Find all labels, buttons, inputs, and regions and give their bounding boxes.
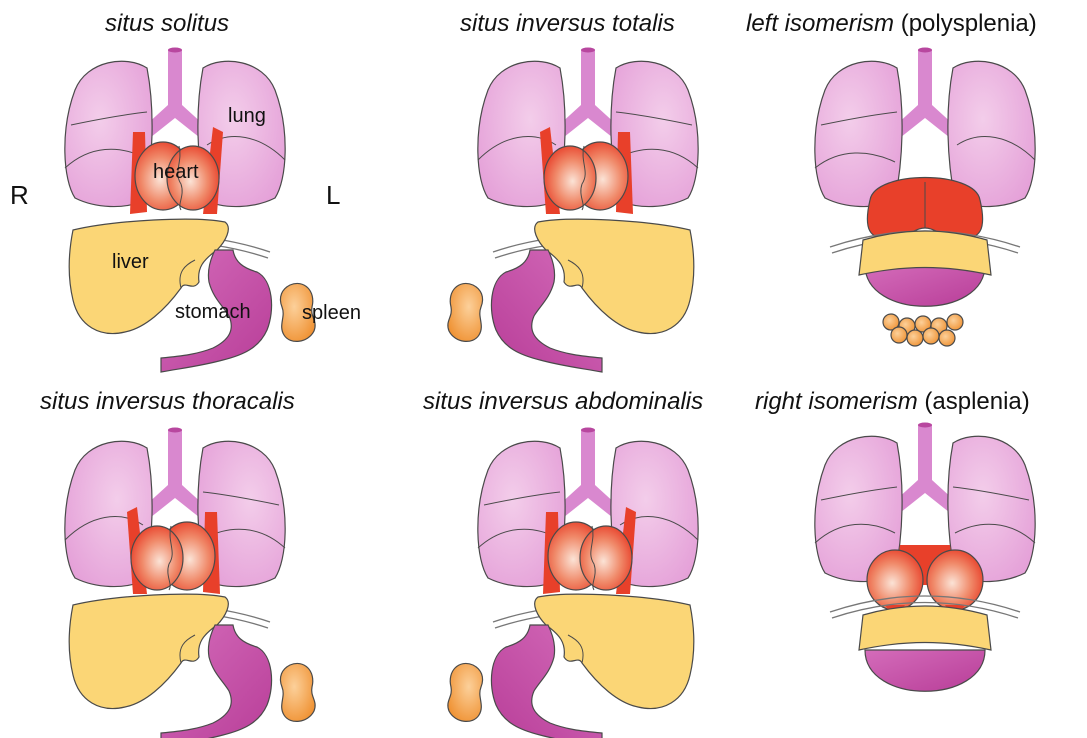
liver xyxy=(859,606,991,650)
spleen xyxy=(891,327,907,343)
label-heart: heart xyxy=(153,161,199,183)
spleen xyxy=(448,283,483,341)
panel-right-isomerism xyxy=(815,423,1035,692)
trachea-top xyxy=(581,48,595,53)
trachea-top xyxy=(918,423,932,428)
label-liver: liver xyxy=(112,251,149,273)
panel-situs-inversus-totalis xyxy=(448,48,698,373)
trachea-top xyxy=(168,48,182,53)
label-spleen: spleen xyxy=(302,302,361,324)
panel-situs-solitus xyxy=(65,48,315,373)
spleen xyxy=(939,330,955,346)
spleen xyxy=(947,314,963,330)
liver xyxy=(535,594,694,708)
spleen xyxy=(907,330,923,346)
trachea-top xyxy=(581,428,595,433)
panel-left-isomerism xyxy=(815,48,1035,347)
label-lung: lung xyxy=(228,105,266,127)
spleen xyxy=(448,663,483,721)
liver xyxy=(69,594,228,708)
spleen xyxy=(280,663,315,721)
stomach xyxy=(865,650,985,691)
trachea-top xyxy=(918,48,932,53)
liver xyxy=(535,219,694,333)
label-stomach: stomach xyxy=(175,301,251,323)
heart xyxy=(867,178,982,239)
trachea-top xyxy=(168,428,182,433)
panel-situs-inversus-abdominalis xyxy=(448,428,698,738)
panel-situs-inversus-thoracalis xyxy=(65,428,315,738)
spleen xyxy=(923,328,939,344)
